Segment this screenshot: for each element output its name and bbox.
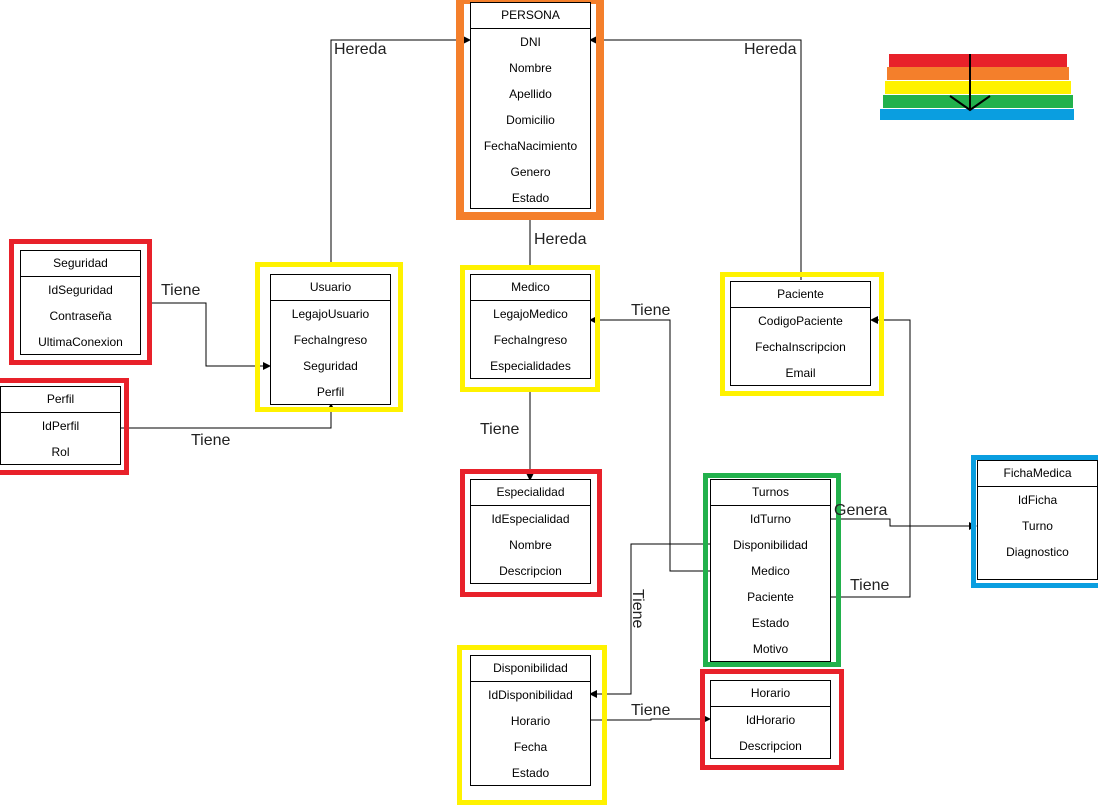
entity-perfil[interactable]: Perfil IdPerfil Rol — [0, 386, 121, 465]
link-perfil-usuario — [121, 403, 335, 429]
field-idficha: IdFicha — [1017, 493, 1058, 507]
entity-turnos[interactable]: Turnos IdTurno Disponibilidad Medico Pac… — [710, 479, 831, 662]
field-codigopaciente: CodigoPaciente — [758, 314, 843, 328]
label-medico-persona: Hereda — [534, 231, 587, 248]
label-turnos-medico: Tiene — [631, 302, 671, 319]
color-legend-icon — [880, 54, 1074, 122]
highlight-medico — [460, 265, 600, 392]
field-apellido: Apellido — [509, 87, 552, 101]
entity-horario[interactable]: Horario IdHorario Descripcion — [710, 680, 831, 759]
field-perfil: Perfil — [316, 385, 345, 399]
legend-bar-orange — [887, 67, 1069, 80]
legend-bar-green — [883, 95, 1073, 108]
entity-seguridad[interactable]: Seguridad IdSeguridad Contraseña UltimaC… — [20, 250, 141, 355]
field-paciente: Paciente — [747, 590, 794, 604]
field-legajomedico: LegajoMedico — [493, 307, 568, 321]
field-iddisponibilidad: IdDisponibilidad — [488, 688, 573, 702]
entity-turnos-title: Turnos — [711, 480, 830, 506]
highlight-paciente — [720, 272, 884, 396]
link-usuario-persona — [330, 36, 471, 262]
field-fechanacimiento: FechaNacimiento — [483, 139, 578, 153]
link-turnos-medico — [589, 316, 710, 572]
highlight-usuario — [255, 262, 403, 412]
label-paciente-persona: Hereda — [744, 41, 797, 58]
legend-bar-red — [889, 54, 1067, 67]
label-turnos-paciente: Tiene — [850, 577, 890, 594]
field-ultimaconexion: UltimaConexion — [38, 335, 123, 349]
legend-bar-yellow — [885, 81, 1071, 94]
label-seguridad-usuario: Tiene — [161, 282, 201, 299]
label-perfil-usuario: Tiene — [191, 432, 231, 449]
field-motivo: Motivo — [752, 642, 789, 656]
entity-fichamedica[interactable]: FichaMedica IdFicha Turno Diagnostico — [977, 460, 1098, 580]
field-genero: Genero — [510, 165, 551, 179]
down-arrow-icon — [949, 54, 991, 112]
highlight-perfil — [0, 378, 129, 475]
field-dni: DNI — [520, 35, 541, 49]
entity-fichamedica-title: FichaMedica — [978, 461, 1097, 487]
field-descripcion: Descripcion — [739, 739, 802, 753]
label-turnos-fichamedica: Genera — [834, 502, 888, 519]
highlight-fichamedica — [971, 455, 1098, 588]
entity-persona[interactable]: PERSONA DNI Nombre Apellido Domicilio Fe… — [470, 2, 591, 209]
field-estado: Estado — [511, 766, 550, 780]
field-domicilio: Domicilio — [506, 113, 555, 127]
legend-bar-blue — [880, 109, 1074, 120]
field-fechaingreso: FechaIngreso — [293, 333, 368, 347]
field-fecha: Fecha — [513, 740, 548, 754]
field-rol: Rol — [51, 445, 70, 459]
field-nombre: Nombre — [509, 61, 552, 75]
field-disponibilidad: Disponibilidad — [733, 538, 808, 552]
field-fechaingreso: FechaIngreso — [493, 333, 568, 347]
link-seguridad-usuario — [152, 302, 271, 370]
entity-disponibilidad-title: Disponibilidad — [471, 656, 590, 682]
link-turnos-disponibilidad — [589, 543, 710, 698]
entity-disponibilidad[interactable]: Disponibilidad IdDisponibilidad Horario … — [470, 655, 591, 786]
field-especialidades: Especialidades — [490, 359, 571, 373]
field-email: Email — [785, 366, 816, 380]
entity-usuario[interactable]: Usuario LegajoUsuario FechaIngreso Segur… — [270, 274, 391, 405]
entity-especialidad[interactable]: Especialidad IdEspecialidad Nombre Descr… — [470, 479, 591, 584]
field-diagnostico: Diagnostico — [1006, 545, 1069, 559]
highlight-turnos — [703, 473, 841, 667]
field-nombre: Nombre — [509, 538, 552, 552]
link-disponibilidad-horario — [590, 715, 711, 723]
label-medico-especialidad: Tiene — [480, 421, 520, 438]
label-usuario-persona: Hereda — [334, 41, 387, 58]
field-idturno: IdTurno — [750, 512, 791, 526]
entity-perfil-title: Perfil — [1, 387, 120, 413]
field-estado: Estado — [751, 616, 790, 630]
field-turno: Turno — [1022, 519, 1053, 533]
entity-horario-title: Horario — [711, 681, 830, 707]
field-estado: Estado — [511, 191, 550, 205]
link-turnos-paciente — [831, 316, 911, 598]
label-disponibilidad-horario: Tiene — [631, 702, 671, 719]
entity-especialidad-title: Especialidad — [471, 480, 590, 506]
entity-medico-title: Medico — [471, 275, 590, 301]
field-contrasena: Contraseña — [49, 309, 112, 323]
entity-paciente-title: Paciente — [731, 282, 870, 308]
field-fechainscripcion: FechaInscripcion — [755, 340, 846, 354]
entity-paciente[interactable]: Paciente CodigoPaciente FechaInscripcion… — [730, 281, 871, 386]
field-seguridad: Seguridad — [303, 359, 358, 373]
highlight-especialidad — [460, 469, 602, 597]
field-descripcion: Descripcion — [499, 564, 562, 578]
field-idespecialidad: IdEspecialidad — [491, 512, 570, 526]
highlight-horario — [700, 669, 844, 770]
field-idseguridad: IdSeguridad — [48, 283, 113, 297]
entity-usuario-title: Usuario — [271, 275, 390, 301]
field-idperfil: IdPerfil — [41, 419, 80, 433]
entity-seguridad-title: Seguridad — [21, 251, 140, 277]
entity-persona-title: PERSONA — [471, 3, 590, 29]
entity-medico[interactable]: Medico LegajoMedico FechaIngreso Especia… — [470, 274, 591, 379]
link-turnos-fichamedica — [831, 518, 977, 530]
field-idhorario: IdHorario — [745, 713, 796, 727]
field-horario: Horario — [510, 714, 551, 728]
highlight-seguridad — [9, 239, 152, 365]
label-turnos-disponibilidad: Tiene — [629, 589, 646, 629]
link-paciente-persona — [589, 36, 802, 280]
field-legajousuario: LegajoUsuario — [291, 307, 370, 321]
field-medico: Medico — [751, 564, 790, 578]
